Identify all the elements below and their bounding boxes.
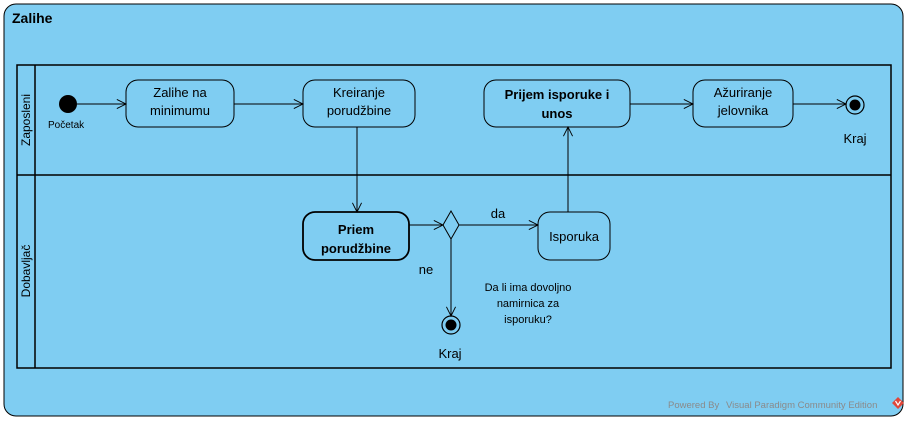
action-kreiranje-line2: porudžbine	[327, 103, 391, 118]
swimlane-pool	[16, 64, 892, 369]
action-priem-line2: porudžbine	[321, 241, 391, 256]
action-kreiranje-line1: Kreiranje	[333, 85, 385, 100]
action-zalihe-line1: Zalihe na	[153, 85, 207, 100]
guard-note-line2: namirnica za	[497, 298, 560, 310]
action-priem-line1: Priem	[338, 222, 374, 237]
action-zalihe-line2: minimumu	[150, 103, 210, 118]
guard-note-line1: Da li ima dovoljno	[485, 282, 572, 294]
edge-label-ne: ne	[419, 262, 433, 277]
action-isporuka	[537, 211, 611, 261]
action-prijem-isporuke-line2: unos	[541, 106, 572, 121]
lane-label-zaposleni: Zaposleni	[19, 94, 33, 146]
action-azuriranje-line2: jelovnika	[717, 103, 769, 118]
end-node-bottom-core	[445, 319, 457, 331]
lane-label-dobavljac: Dobavljač	[19, 245, 33, 298]
start-node	[59, 95, 77, 113]
visual-paradigm-logo-icon	[892, 397, 904, 409]
action-azuriranje-line1: Ažuriranje	[714, 85, 773, 100]
start-label: Početak	[48, 120, 85, 131]
end-label-top: Kraj	[843, 131, 866, 146]
diagram-title: Zalihe	[12, 10, 53, 26]
watermark-prefix: Powered By	[668, 400, 719, 411]
action-prijem-isporuke-line1: Prijem isporuke i	[505, 87, 610, 102]
end-label-bottom: Kraj	[438, 346, 461, 361]
edge-label-da: da	[491, 206, 506, 221]
watermark-product: Visual Paradigm Community Edition	[726, 400, 877, 411]
guard-note-line3: isporuku?	[504, 314, 552, 326]
action-isporuka-label: Isporuka	[549, 229, 600, 244]
end-node-top-core	[849, 99, 861, 111]
